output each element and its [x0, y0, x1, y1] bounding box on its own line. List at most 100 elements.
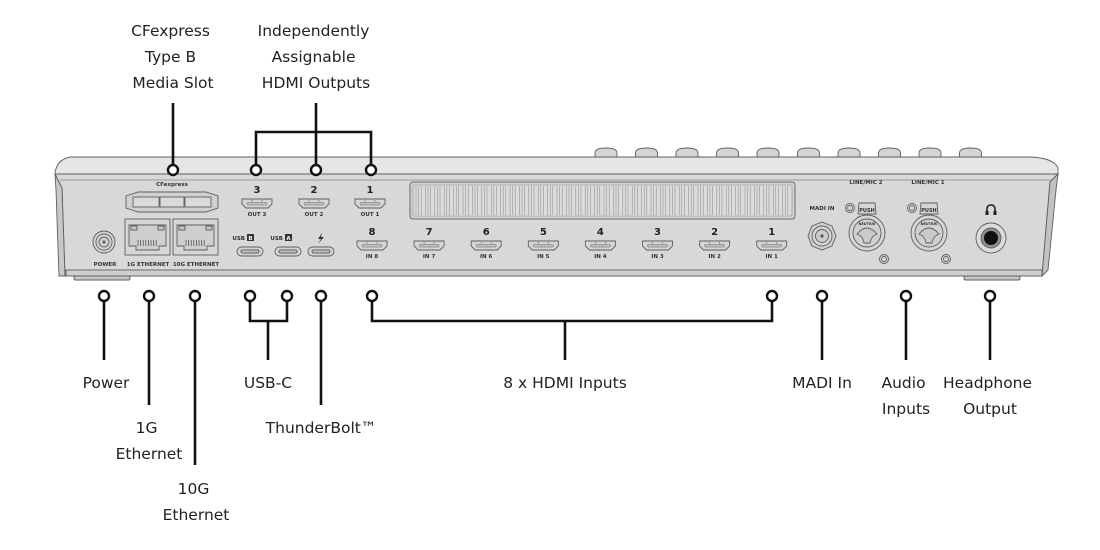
hdmi-input-2[interactable]: 2 IN 2 — [699, 227, 731, 260]
callout-cfexpress: CFexpress Type B Media Slot — [131, 22, 215, 92]
top-panel-button[interactable] — [918, 147, 942, 159]
leader-thunderbolt — [314, 289, 328, 405]
callout-usb-c: USB-C — [244, 374, 292, 392]
push-label: PUSH — [859, 208, 875, 214]
port-label: IN 5 — [537, 254, 550, 260]
callout-hdmi-inputs: 8 x HDMI Inputs — [503, 374, 627, 392]
leader-headphone-output — [983, 289, 997, 360]
hdmi-input-3[interactable]: 3 IN 3 — [642, 227, 673, 260]
usb-c-port-a[interactable]: USB A — [270, 234, 302, 257]
line-mic-2-input[interactable]: LINE/MIC 2 PUSH NEUTRIK — [845, 180, 889, 264]
headphone-icon — [986, 204, 996, 214]
thunderbolt-icon — [318, 233, 324, 244]
port-label: IN 7 — [423, 254, 436, 260]
top-panel-button[interactable] — [594, 147, 618, 159]
port-label: IN 3 — [651, 254, 664, 260]
port-label: IN 4 — [594, 254, 607, 260]
hdmi-input-4[interactable]: 4 IN 4 — [584, 227, 616, 260]
top-panel-button[interactable] — [756, 147, 780, 159]
port-number: 7 — [426, 227, 433, 238]
top-panel-button[interactable] — [878, 147, 901, 159]
callout-ethernet-10g: 10G Ethernet — [163, 480, 230, 524]
callout-power: Power — [83, 374, 130, 392]
port-number: 8 — [369, 227, 376, 238]
usb-c-port-b[interactable]: USB B — [232, 234, 264, 257]
top-panel-button[interactable] — [635, 147, 658, 159]
top-panel-button[interactable] — [959, 147, 982, 159]
hdmi-socket-tongue — [704, 244, 725, 248]
hdmi-input-8[interactable]: 8 IN 8 — [356, 227, 388, 260]
hdmi-socket-tongue — [761, 244, 782, 248]
neutrik-label: NEUTRIK — [859, 222, 876, 226]
headphone-jack[interactable] — [975, 204, 1007, 254]
port-number: 2 — [711, 227, 718, 238]
madi-label: MADI IN — [810, 206, 835, 212]
leader-ethernet-10g — [188, 289, 202, 465]
madi-in-connector[interactable]: MADI IN — [807, 206, 837, 251]
hdmi-input-5[interactable]: 5IN 5 — [527, 227, 559, 260]
line-mic-1-label: LINE/MIC 1 — [911, 180, 944, 186]
port-number: 1 — [367, 185, 374, 196]
top-panel-button[interactable] — [675, 147, 699, 159]
usb-b-label: USB — [232, 236, 245, 242]
hdmi-socket-tongue — [533, 244, 554, 248]
port-number: 2 — [311, 185, 318, 196]
neutrik-label: NEUTRIK — [921, 222, 938, 226]
hdmi-input-1[interactable]: 1IN 1 — [756, 227, 788, 260]
hdmi-socket-tongue — [361, 244, 383, 248]
hdmi-input-6[interactable]: 6IN 6 — [470, 227, 502, 260]
leader-ethernet-1g — [142, 289, 156, 405]
line-mic-1-input[interactable]: LINE/MIC 1 PUSH NEUTRIK — [907, 180, 951, 264]
hdmi-input-7[interactable]: 7 IN 7 — [413, 227, 445, 260]
callout-audio-inputs: Audio Inputs — [882, 374, 931, 418]
device-top-lip — [54, 156, 1059, 175]
ethernet-1g-port[interactable]: 1G ETHERNET — [124, 218, 171, 268]
port-number: 3 — [654, 227, 661, 238]
leader-hdmi-outputs — [249, 103, 378, 177]
device-bottom-rail — [65, 269, 1043, 277]
top-panel-button[interactable] — [716, 147, 739, 159]
ethernet-10g-label: 10G ETHERNET — [173, 262, 220, 268]
port-number: 4 — [597, 227, 604, 238]
cfexpress-slot[interactable]: CFexpress — [125, 182, 219, 213]
hdmi-socket-tongue — [590, 244, 611, 248]
callout-thunderbolt: ThunderBolt™ — [265, 419, 377, 437]
leader-cfexpress — [166, 103, 180, 177]
usb-b-letter: B — [248, 236, 252, 242]
port-label: IN 6 — [480, 254, 493, 260]
power-connector[interactable]: POWER — [92, 230, 118, 268]
hdmi-socket-tongue — [475, 244, 497, 248]
hdmi-socket-tongue — [303, 202, 325, 206]
thunderbolt-port[interactable] — [307, 233, 335, 257]
ethernet-1g-label: 1G ETHERNET — [127, 262, 170, 268]
power-label: POWER — [94, 262, 118, 268]
hdmi-socket-tongue — [418, 244, 440, 248]
hdmi-socket-tongue — [647, 244, 668, 248]
vent-grille — [409, 181, 796, 220]
hdmi-socket-tongue — [246, 202, 268, 206]
headphone-icon-right-cup — [993, 211, 997, 215]
port-label: OUT 1 — [361, 212, 380, 218]
callout-headphone-output: Headphone Output — [943, 374, 1037, 418]
port-number: 1 — [768, 227, 775, 238]
top-panel-button[interactable] — [837, 147, 861, 159]
headphone-icon-left-cup — [985, 211, 989, 215]
top-panel-button[interactable] — [797, 147, 820, 159]
hdmi-socket-tongue — [359, 202, 381, 206]
callout-ethernet-1g: 1G Ethernet — [116, 419, 183, 463]
port-label: IN 2 — [708, 254, 721, 260]
ethernet-10g-port[interactable]: 10G ETHERNET — [172, 218, 220, 268]
usb-a-letter: A — [286, 236, 291, 242]
push-label: PUSH — [921, 208, 937, 214]
port-label: OUT 3 — [248, 212, 267, 218]
port-label: IN 8 — [366, 254, 379, 260]
port-number: 3 — [254, 185, 261, 196]
device-foot-left — [73, 275, 131, 281]
line-mic-2-label: LINE/MIC 2 — [849, 180, 882, 186]
port-label: OUT 2 — [305, 212, 324, 218]
